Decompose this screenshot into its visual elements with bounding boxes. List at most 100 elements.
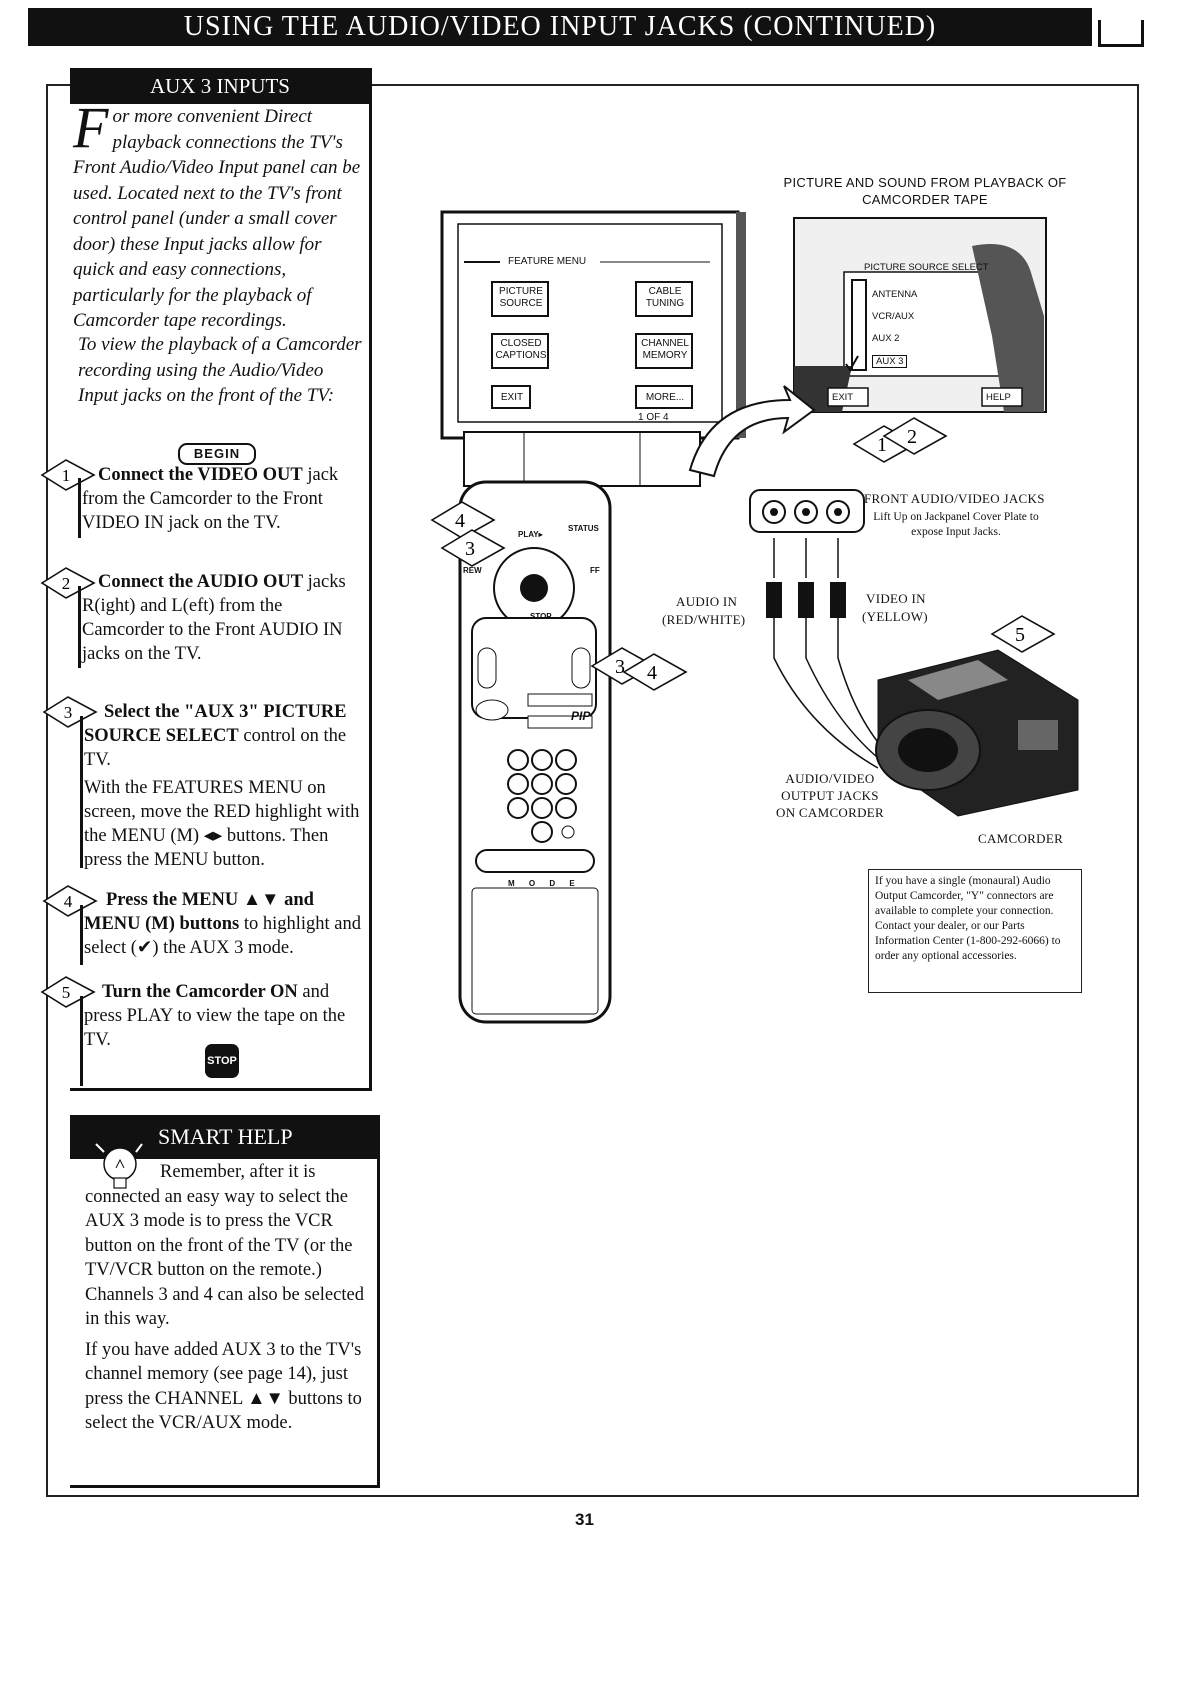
step-5: Turn the Camcorder ON and press PLAY to … xyxy=(84,980,369,1052)
step-4: Press the MENU ▲▼ and MENU (M) buttons t… xyxy=(84,888,369,960)
option-aux-3: AUX 3 xyxy=(872,355,908,368)
svg-text:3: 3 xyxy=(465,538,475,560)
step-3: Select the "AUX 3" PICTURE SOURCE SELECT… xyxy=(84,700,369,872)
svg-text:2: 2 xyxy=(907,426,917,448)
step-5-text: and press PLAY to view the tape on the T… xyxy=(84,982,346,1050)
front-av-jacks-panel xyxy=(749,489,865,533)
camcorder-label: CAMCORDER xyxy=(978,831,1064,846)
front-jacks-sublabel: Lift Up on Jackpanel Cover Plate to expo… xyxy=(873,511,1039,538)
callout-2: 2 xyxy=(882,417,948,455)
remote-control xyxy=(458,480,612,1024)
step-4-text: to highlight and select (✔) the AUX 3 mo… xyxy=(84,914,361,958)
step-3-arrow-icon: 3 xyxy=(42,696,98,728)
step-3-heading: Select the "AUX 3" PICTURE SOURCE SELECT xyxy=(84,702,347,746)
page-title: USING THE AUDIO/VIDEO INPUT JACKS (CONTI… xyxy=(183,11,937,42)
svg-text:4: 4 xyxy=(647,662,657,684)
remote-ff-label: FF xyxy=(590,566,600,575)
menu-item-more: MORE... xyxy=(645,392,685,403)
page-header: USING THE AUDIO/VIDEO INPUT JACKS (CONTI… xyxy=(28,8,1092,46)
step-2-heading: Connect the AUDIO OUT xyxy=(98,572,304,592)
section-title: AUX 3 INPUTS xyxy=(149,73,290,98)
begin-badge: BEGIN xyxy=(178,443,256,465)
svg-text:2: 2 xyxy=(62,574,71,593)
video-in-label: VIDEO IN xyxy=(866,591,926,606)
accessory-note-text: If you have a single (monaural) Audio Ou… xyxy=(875,875,1061,962)
step-2-arrow-icon: 2 xyxy=(40,567,96,599)
tv-screen-picture-source xyxy=(793,217,1047,413)
option-vcr-aux: VCR/AUX xyxy=(872,311,915,322)
callout-5: 5 xyxy=(990,615,1056,653)
step-2-bar xyxy=(78,586,81,668)
callout-4-bottom: 4 xyxy=(622,653,688,691)
step-5-arrow-icon: 5 xyxy=(40,976,96,1008)
menu-item-channel-memory: CHANNEL MEMORY xyxy=(641,338,689,361)
step-4-arrow-icon: 4 xyxy=(42,885,98,917)
svg-text:3: 3 xyxy=(615,656,625,678)
step-1-bar xyxy=(78,478,81,538)
page-number: 31 xyxy=(575,1510,594,1529)
step-1-arrow-icon: 1 xyxy=(40,459,96,491)
svg-text:5: 5 xyxy=(1015,624,1025,646)
drop-cap: F xyxy=(73,95,109,160)
step-3-detail: With the FEATURES MENU on screen, move t… xyxy=(84,778,360,870)
option-antenna: ANTENNA xyxy=(872,289,918,300)
svg-text:1: 1 xyxy=(877,434,887,456)
menu-item-cable-tuning: CABLE TUNING xyxy=(645,286,685,309)
callout-3-top: 3 xyxy=(440,529,506,567)
page-frame xyxy=(46,84,1139,1497)
step-2-text: jacks R(ight) and L(eft) from the Camcor… xyxy=(82,572,346,664)
av-cables xyxy=(766,538,899,769)
svg-text:5: 5 xyxy=(62,983,71,1002)
front-jacks-label: FRONT AUDIO/VIDEO JACKS xyxy=(864,491,1045,506)
picture-source-title: PICTURE SOURCE SELECT xyxy=(864,262,989,273)
intro-text: or more convenient Direct playback conne… xyxy=(73,106,361,331)
smart-help-paragraph-2: If you have added AUX 3 to the TV's chan… xyxy=(85,1339,362,1434)
menu-page-indicator: 1 OF 4 xyxy=(638,412,669,423)
remote-pip-label: PIP xyxy=(571,709,591,723)
step-3-bar xyxy=(80,716,83,868)
menu-item-exit: EXIT xyxy=(500,392,524,403)
menu-item-closed-captions: CLOSED CAPTIONS xyxy=(495,338,547,361)
tv-screen-feature-menu xyxy=(440,210,746,440)
step-4-heading: Press the MENU ▲▼ and MENU (M) buttons xyxy=(84,890,314,934)
curved-arrow-icon xyxy=(688,385,816,478)
remote-stop-label: STOP xyxy=(530,612,552,621)
step-1: Connect the VIDEO OUT jack from the Camc… xyxy=(82,463,367,535)
accessory-note: If you have a single (monaural) Audio Ou… xyxy=(868,869,1082,993)
feature-menu-title: FEATURE MENU xyxy=(508,256,587,267)
step-4-bar xyxy=(80,905,83,965)
audio-in-label: AUDIO IN xyxy=(676,594,738,609)
svg-text:4: 4 xyxy=(455,510,465,532)
playback-caption: PICTURE AND SOUND FROM PLAYBACK OF CAMCO… xyxy=(783,175,1067,207)
instructions-column xyxy=(70,68,372,1091)
step-1-heading: Connect the VIDEO OUT xyxy=(98,465,303,485)
picture-source-help: HELP xyxy=(986,392,1011,403)
step-5-heading: Turn the Camcorder ON xyxy=(102,982,298,1002)
camcorder-jacks-label: AUDIO/VIDEO OUTPUT JACKS ON CAMCORDER xyxy=(776,771,884,820)
view-instructions: To view the playback of a Camcorder reco… xyxy=(78,334,362,406)
smart-help-paragraph-1: Remember, after it is connected an easy … xyxy=(85,1162,364,1329)
step-2: Connect the AUDIO OUT jacks R(ight) and … xyxy=(82,570,367,666)
camcorder-image xyxy=(875,649,1079,817)
remote-mode-label: M O D E xyxy=(508,879,581,888)
step-1-text: jack from the Camcorder to the Front VID… xyxy=(82,465,339,533)
remote-play-label: PLAY▸ xyxy=(518,530,543,539)
step-3-text: control on the TV. xyxy=(84,726,347,770)
svg-text:4: 4 xyxy=(64,892,73,911)
picture-source-exit: EXIT xyxy=(832,392,854,403)
option-aux-2: AUX 2 xyxy=(872,333,900,344)
section-tab: AUX 3 INPUTS xyxy=(70,68,370,104)
step-5-bar xyxy=(80,996,83,1086)
audio-in-sublabel: (RED/WHITE) xyxy=(662,612,746,627)
remote-rew-label: REW xyxy=(463,566,482,575)
smart-help-title: SMART HELP xyxy=(158,1124,293,1149)
smart-help-box xyxy=(70,1115,380,1488)
step-1-number: 1 xyxy=(62,466,71,485)
callout-4-top: 4 xyxy=(430,501,496,539)
stop-sign-icon: STOP xyxy=(205,1044,239,1078)
svg-text:3: 3 xyxy=(64,703,73,722)
smart-help-text: Remember, after it is connected an easy … xyxy=(85,1160,367,1436)
menu-item-picture-source: PICTURE SOURCE xyxy=(499,286,543,309)
lightbulb-icon xyxy=(95,1143,143,1189)
